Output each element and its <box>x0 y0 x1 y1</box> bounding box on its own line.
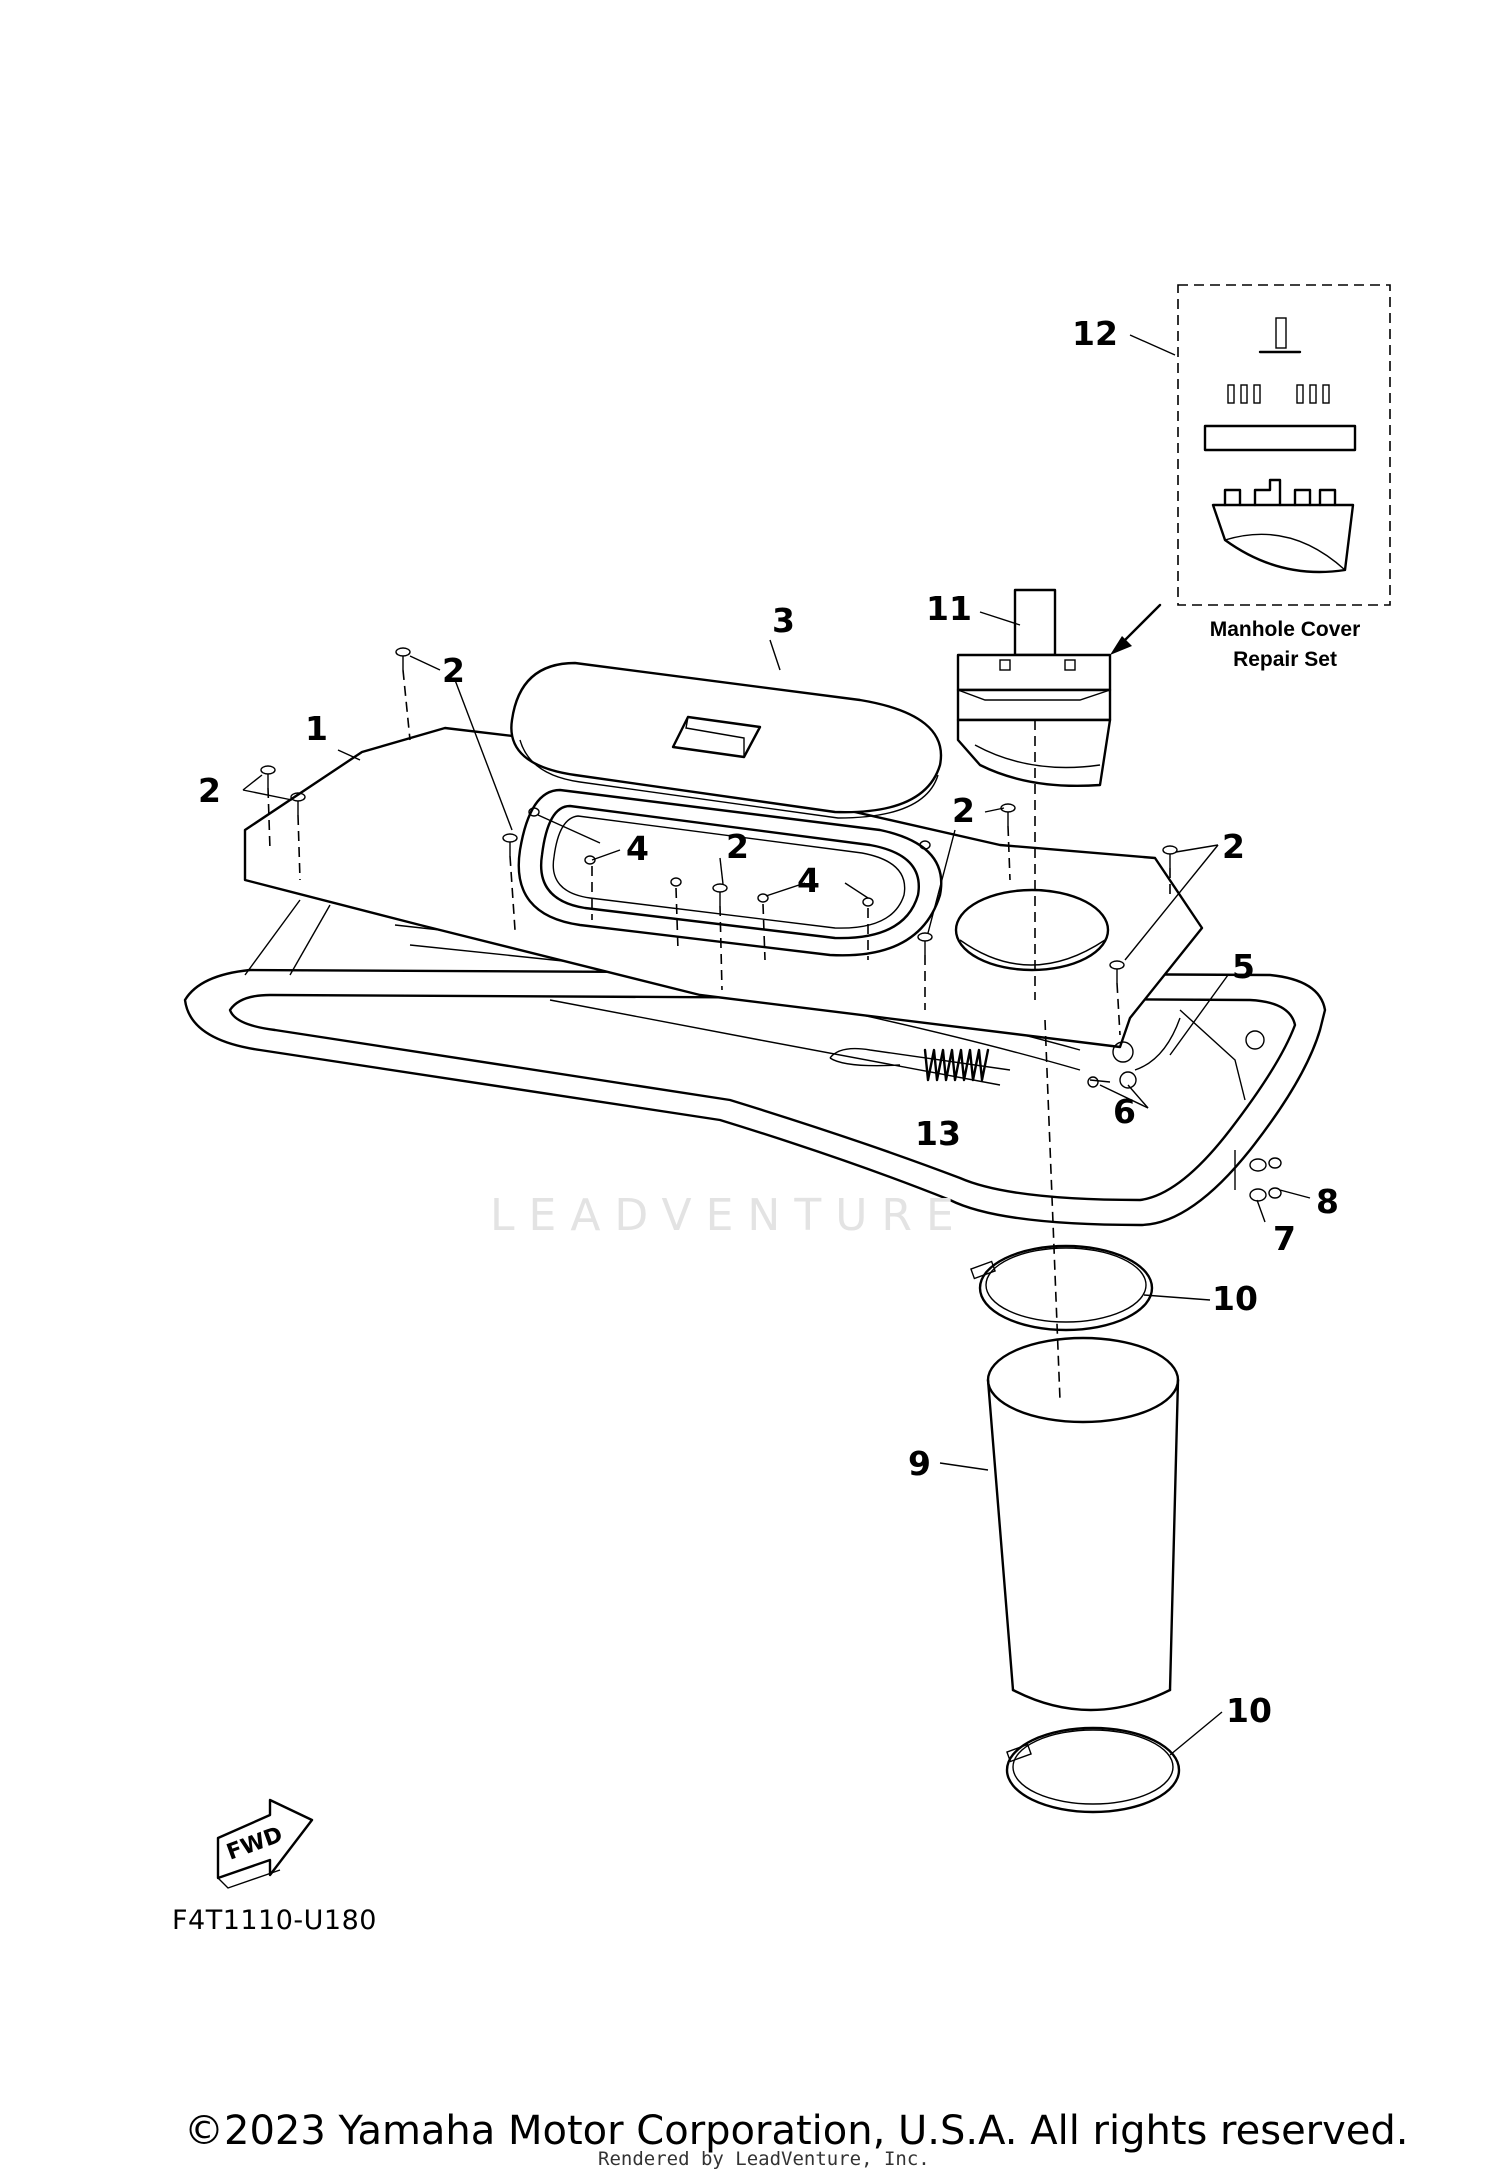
repair-set-note: Manhole Cover Repair Set <box>1210 618 1361 671</box>
hose-clamp-lower <box>1005 1726 1181 1814</box>
callout-2-center: 2 <box>726 827 749 866</box>
callout-8: 8 <box>1316 1182 1339 1221</box>
drawing-code: F4T1110-U180 <box>172 1905 377 1936</box>
callout-4-right: 4 <box>797 861 820 900</box>
spring <box>829 1047 1011 1082</box>
fwd-arrow-icon: FWD <box>216 1798 314 1889</box>
repair-set-line-2: Repair Set <box>1233 648 1337 671</box>
callout-1: 1 <box>305 709 328 748</box>
callout-13: 13 <box>915 1114 961 1153</box>
callout-9: 9 <box>908 1444 931 1483</box>
callout-2-right: 2 <box>952 791 975 830</box>
callout-5: 5 <box>1232 947 1255 986</box>
callout-3: 3 <box>772 601 795 640</box>
tube <box>986 1336 1180 1712</box>
callout-10-lower: 10 <box>1226 1691 1272 1730</box>
callout-6: 6 <box>1113 1092 1136 1131</box>
callout-2-top: 2 <box>442 651 465 690</box>
callout-7: 7 <box>1273 1219 1296 1258</box>
hatch-cover <box>510 661 943 819</box>
callout-11: 11 <box>926 589 972 628</box>
copyright-notice: ©2023 Yamaha Motor Corporation, U.S.A. A… <box>184 2108 1409 2154</box>
manhole-cover <box>956 588 1112 788</box>
small-parts <box>1087 1017 1282 1202</box>
repair-set-line-1: Manhole Cover <box>1210 618 1361 641</box>
callout-10-upper: 10 <box>1212 1279 1258 1318</box>
leader-lines <box>242 334 1311 1756</box>
callout-4-left: 4 <box>626 829 649 868</box>
callout-12: 12 <box>1072 314 1118 353</box>
callout-labels: 1 2 2 2 2 2 3 4 4 5 6 7 8 9 10 10 11 12 … <box>198 314 1339 1730</box>
hose-clamp-upper <box>970 1244 1154 1332</box>
hatch-frame-ring <box>517 788 943 957</box>
center-lines <box>267 669 1171 1401</box>
watermark: LEADVENTURE <box>490 1190 968 1241</box>
callout-2-far-right: 2 <box>1222 827 1245 866</box>
rendered-by-notice: Rendered by LeadVenture, Inc. <box>598 2148 930 2170</box>
repair-set-box <box>1177 284 1391 606</box>
callout-2-left: 2 <box>198 771 221 810</box>
